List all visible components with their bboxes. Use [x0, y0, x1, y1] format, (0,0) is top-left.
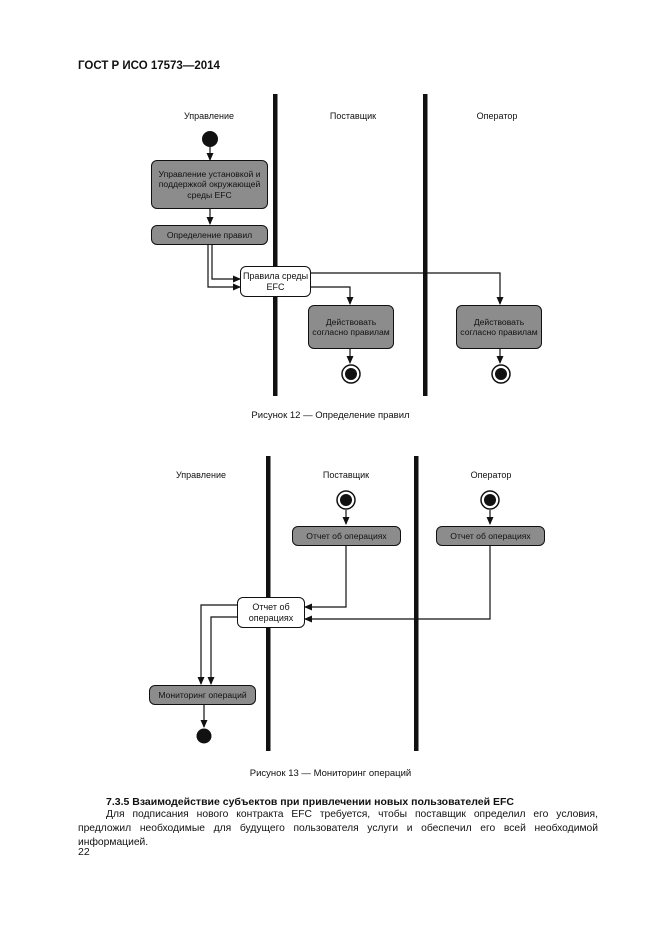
- fig12-lane-operator: Оператор: [476, 111, 518, 121]
- fig13-final-node: [196, 728, 212, 744]
- fig12-final-node-operator: [491, 364, 511, 384]
- fig12-lane-management: Управление: [183, 111, 235, 121]
- fig13-activity-monitoring: Мониторинг операций: [149, 685, 256, 705]
- fig13-activity-operator-report: Отчет об операциях: [436, 526, 545, 546]
- fig12-activity-supplier-act-per-rules: Действовать согласно правилам: [308, 305, 394, 349]
- fig12-initial-node: [202, 131, 218, 147]
- fig12-final-node-supplier: [341, 364, 361, 384]
- fig12-object-efc-rules: Правила среды EFC: [240, 266, 311, 297]
- fig13-initial-node-operator: [480, 490, 500, 510]
- page-number: 22: [78, 846, 90, 858]
- fig12-caption: Рисунок 12 — Определение правил: [251, 410, 410, 421]
- fig12-lane-divider-2: [423, 94, 428, 396]
- fig12-lane-supplier: Поставщик: [329, 111, 377, 121]
- fig12-lane-divider-1: [273, 94, 278, 396]
- fig12-activity-define-rules: Определение правил: [151, 225, 268, 245]
- fig13-object-operations-report: Отчет об операциях: [237, 597, 305, 628]
- fig13-activity-supplier-report: Отчет об операциях: [292, 526, 401, 546]
- document-id: ГОСТ Р ИСО 17573—2014: [78, 60, 220, 72]
- fig13-lane-supplier: Поставщик: [322, 470, 370, 480]
- fig13-lane-management: Управление: [175, 470, 227, 480]
- section-heading: 7.3.5 Взаимодействие субъектов при привл…: [106, 796, 514, 808]
- section-paragraph: Для подписания нового контракта EFC треб…: [78, 809, 598, 848]
- fig13-caption: Рисунок 13 — Мониторинг операций: [249, 768, 412, 779]
- fig12-activity-operator-act-per-rules: Действовать согласно правилам: [456, 305, 542, 349]
- fig12-activity-manage-environment: Управление установкой и поддержкой окруж…: [151, 160, 268, 209]
- fig13-lane-operator: Оператор: [470, 470, 512, 480]
- fig13-initial-node-supplier: [336, 490, 356, 510]
- fig13-lane-divider-2: [414, 456, 419, 751]
